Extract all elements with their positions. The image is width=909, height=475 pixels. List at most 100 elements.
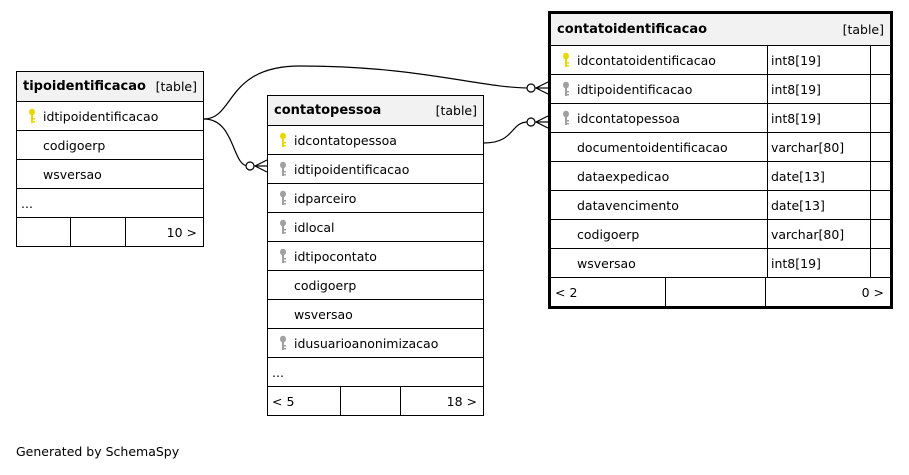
foreign-key-icon xyxy=(272,161,294,177)
column-name: datavencimento xyxy=(577,197,679,213)
column-row[interactable]: codigoerp xyxy=(268,271,483,300)
column-name: dataexpedicao xyxy=(577,168,670,184)
column-row[interactable]: idcontatopessoa xyxy=(268,126,483,155)
table-name: contatoidentificacao xyxy=(557,22,708,37)
table-header[interactable]: contatopessoa [table] xyxy=(268,96,483,126)
column-name-cell: idtipoidentificacao xyxy=(551,75,767,103)
column-name: wsversao xyxy=(577,255,636,271)
column-name: codigoerp xyxy=(577,226,640,242)
column-name-cell: ... xyxy=(268,358,483,386)
column-name: idtipoidentificacao xyxy=(577,81,693,97)
table-tipoidentificacao[interactable]: tipoidentificacao [table] idtipoidentifi… xyxy=(16,71,204,247)
edge-tipoidentificacao-contatoidentificacao xyxy=(203,65,531,120)
column-row[interactable]: idparceiro xyxy=(268,184,483,213)
column-type: varchar[80] xyxy=(767,220,871,248)
footer-left[interactable]: < 2 xyxy=(551,278,666,306)
column-name-cell: documentoidentificacao xyxy=(551,133,767,161)
footer-mid xyxy=(341,387,401,415)
column-row[interactable]: idlocal xyxy=(268,213,483,242)
column-row[interactable]: codigoerp xyxy=(17,131,203,160)
table-type-label: [table] xyxy=(155,79,197,94)
column-name-cell: idtipocontato xyxy=(268,242,483,270)
edge-end-circle xyxy=(526,117,536,127)
footer-mid xyxy=(666,278,766,306)
column-row[interactable]: idtipoidentificacao int8[19] xyxy=(551,75,890,104)
column-row[interactable]: idcontatoidentificacao int8[19] xyxy=(551,46,890,75)
footer-left[interactable]: < 5 xyxy=(268,387,341,415)
column-name: idcontatopessoa xyxy=(294,132,397,148)
column-row[interactable]: ... xyxy=(17,189,203,218)
column-name-cell: idcontatopessoa xyxy=(268,126,483,154)
column-type: date[13] xyxy=(767,191,871,219)
column-name: idcontatoidentificacao xyxy=(577,52,716,68)
table-contatoidentificacao[interactable]: contatoidentificacao [table] idcontatoid… xyxy=(548,11,893,309)
column-name-cell: codigoerp xyxy=(268,271,483,299)
footer-mid xyxy=(71,218,126,246)
column-name: documentoidentificacao xyxy=(577,139,728,155)
table-header[interactable]: contatoidentificacao [table] xyxy=(551,14,890,46)
generated-by-label: Generated by SchemaSpy xyxy=(16,444,180,459)
foreign-key-icon xyxy=(272,248,294,264)
column-name-cell: wsversao xyxy=(268,300,483,328)
column-name: codigoerp xyxy=(43,137,106,153)
column-name-cell: wsversao xyxy=(551,249,767,277)
column-type: date[13] xyxy=(767,162,871,190)
edge-tipoidentificacao-contatopessoa xyxy=(203,118,249,167)
column-name: idcontatopessoa xyxy=(577,110,680,126)
column-name-cell: idusuarioanonimizacao xyxy=(268,329,483,357)
column-name-cell: idcontatoidentificacao xyxy=(551,46,767,74)
table-footer: 10 > xyxy=(17,218,203,246)
column-row[interactable]: idusuarioanonimizacao xyxy=(268,329,483,358)
table-footer: < 5 18 > xyxy=(268,387,483,415)
column-row[interactable]: wsversao xyxy=(17,160,203,189)
column-name: codigoerp xyxy=(294,277,357,293)
column-name-cell: codigoerp xyxy=(551,220,767,248)
footer-right[interactable]: 10 > xyxy=(166,224,197,240)
primary-key-icon xyxy=(21,108,43,124)
table-type-label: [table] xyxy=(435,103,477,118)
foreign-key-icon xyxy=(272,335,294,351)
column-row[interactable]: datavencimento date[13] xyxy=(551,191,890,220)
footer-right[interactable]: 18 > xyxy=(446,393,477,409)
column-name-cell: wsversao xyxy=(17,160,203,188)
column-name: idusuarioanonimizacao xyxy=(294,335,439,351)
column-name-cell: datavencimento xyxy=(551,191,767,219)
column-row[interactable]: wsversao xyxy=(268,300,483,329)
column-name-cell: ... xyxy=(17,189,203,217)
column-name-cell: dataexpedicao xyxy=(551,162,767,190)
footer-right[interactable]: 0 > xyxy=(861,284,884,300)
column-row[interactable]: idtipoidentificacao xyxy=(17,102,203,131)
column-row[interactable]: ... xyxy=(268,358,483,387)
table-type-label: [table] xyxy=(842,22,884,37)
table-contatopessoa[interactable]: contatopessoa [table] idcontatopessoa idt… xyxy=(267,95,484,416)
column-type: int8[19] xyxy=(767,46,871,74)
table-name: contatopessoa xyxy=(274,103,382,118)
edge-end-circle xyxy=(526,83,536,93)
column-row[interactable]: codigoerp varchar[80] xyxy=(551,220,890,249)
column-name-cell: idtipoidentificacao xyxy=(268,155,483,183)
edge-contatopessoa-contatoidentificacao xyxy=(483,121,529,144)
column-name: idlocal xyxy=(294,219,335,235)
column-row[interactable]: dataexpedicao date[13] xyxy=(551,162,890,191)
column-row[interactable]: idtipocontato xyxy=(268,242,483,271)
column-name-cell: idparceiro xyxy=(268,184,483,212)
column-row[interactable]: documentoidentificacao varchar[80] xyxy=(551,133,890,162)
column-name-cell: codigoerp xyxy=(17,131,203,159)
table-footer: < 2 0 > xyxy=(551,278,890,306)
column-row[interactable]: idtipoidentificacao xyxy=(268,155,483,184)
column-name-cell: idcontatopessoa xyxy=(551,104,767,132)
column-type: int8[19] xyxy=(767,75,871,103)
footer-left[interactable] xyxy=(17,218,71,246)
column-name: idtipocontato xyxy=(294,248,377,264)
table-header[interactable]: tipoidentificacao [table] xyxy=(17,72,203,102)
column-name: ... xyxy=(21,195,33,211)
foreign-key-icon xyxy=(555,110,577,126)
foreign-key-icon xyxy=(272,219,294,235)
column-name-cell: idtipoidentificacao xyxy=(17,102,203,130)
primary-key-icon xyxy=(272,132,294,148)
primary-key-icon xyxy=(555,52,577,68)
column-type: varchar[80] xyxy=(767,133,871,161)
